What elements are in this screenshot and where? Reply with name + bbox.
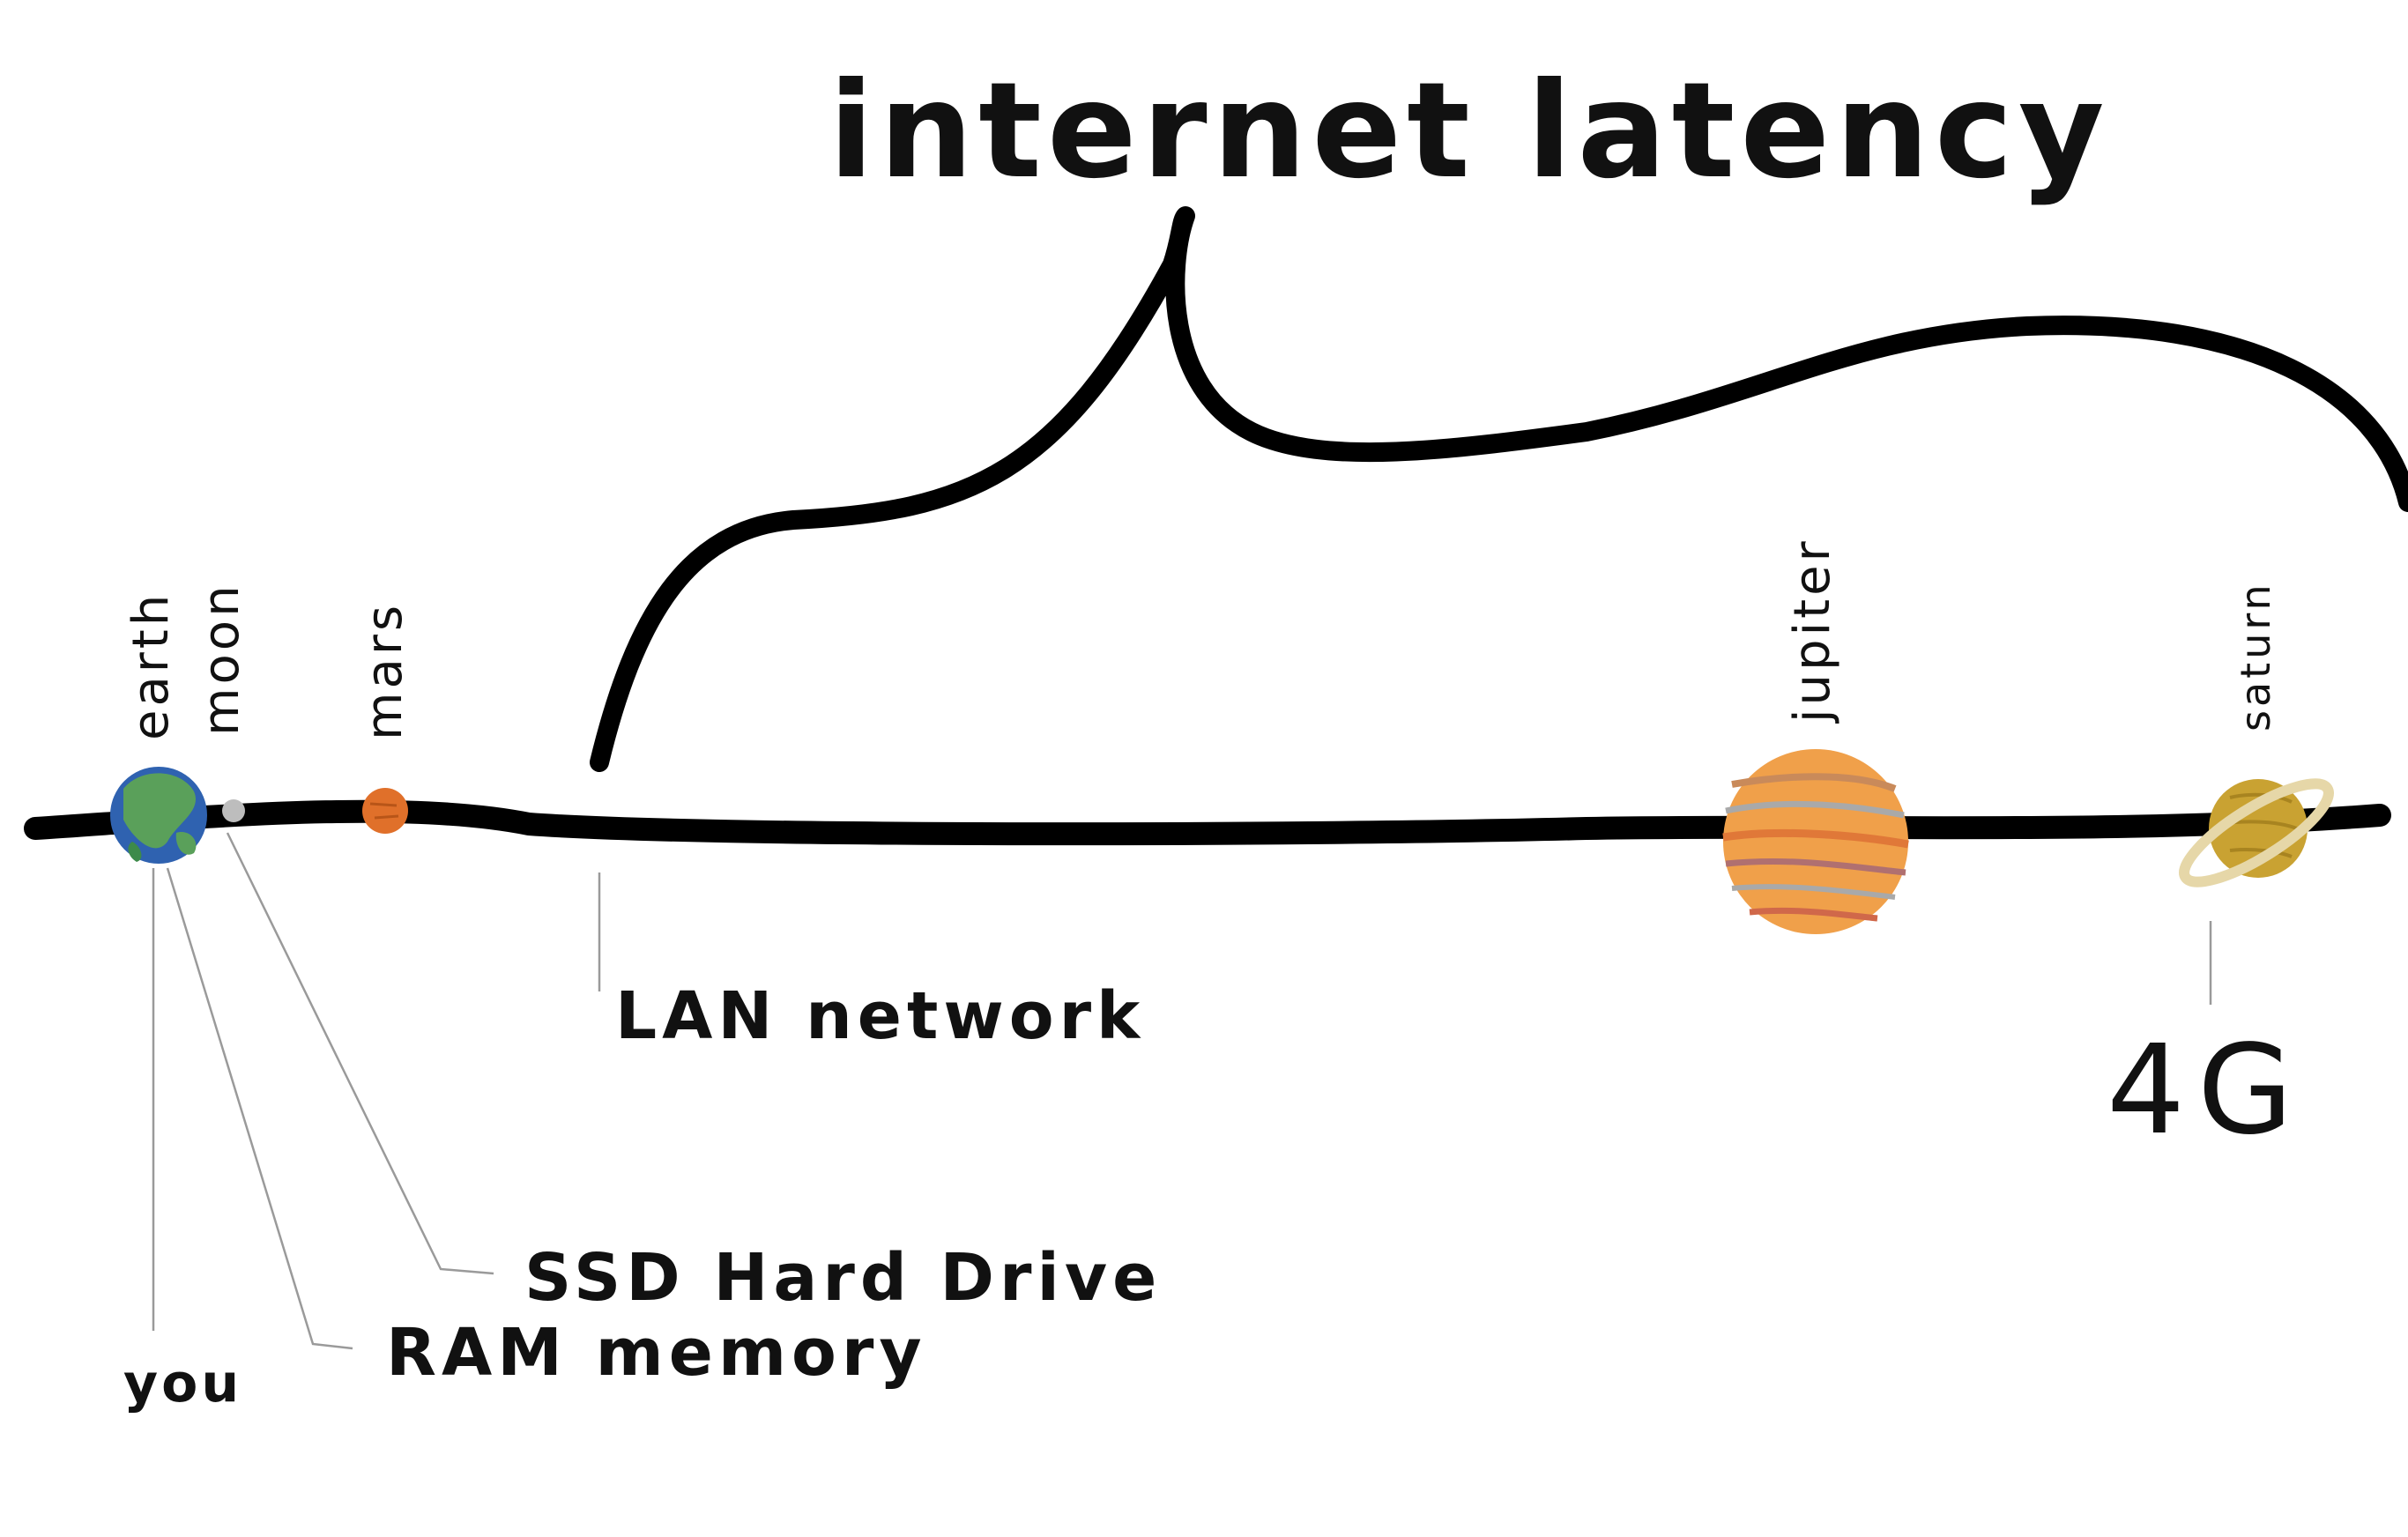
label-earth: earth xyxy=(123,591,180,740)
label-moon: moon xyxy=(193,582,250,736)
label-mars: mars xyxy=(356,602,413,740)
latency-brace xyxy=(590,206,2408,772)
label-saturn: saturn xyxy=(2232,581,2279,731)
ram-leader xyxy=(166,867,353,1350)
label-jupiter: jupiter xyxy=(1784,538,1841,724)
mars-planet xyxy=(362,788,408,834)
diagram-title: internet latency xyxy=(829,55,2110,208)
saturn-planet xyxy=(2179,778,2334,887)
jupiter-planet xyxy=(1722,749,1909,934)
ssd-leader xyxy=(226,832,494,1275)
label-ssd: SSD Hard Drive xyxy=(524,1240,1162,1316)
label-you: you xyxy=(123,1353,242,1414)
earth-planet xyxy=(110,767,207,864)
label-4g: 4G xyxy=(2107,1019,2306,1162)
latency-timeline xyxy=(24,799,2391,846)
moon-planet xyxy=(222,799,245,822)
label-ram: RAM memory xyxy=(386,1315,927,1391)
label-lan: LAN network xyxy=(615,978,1145,1054)
